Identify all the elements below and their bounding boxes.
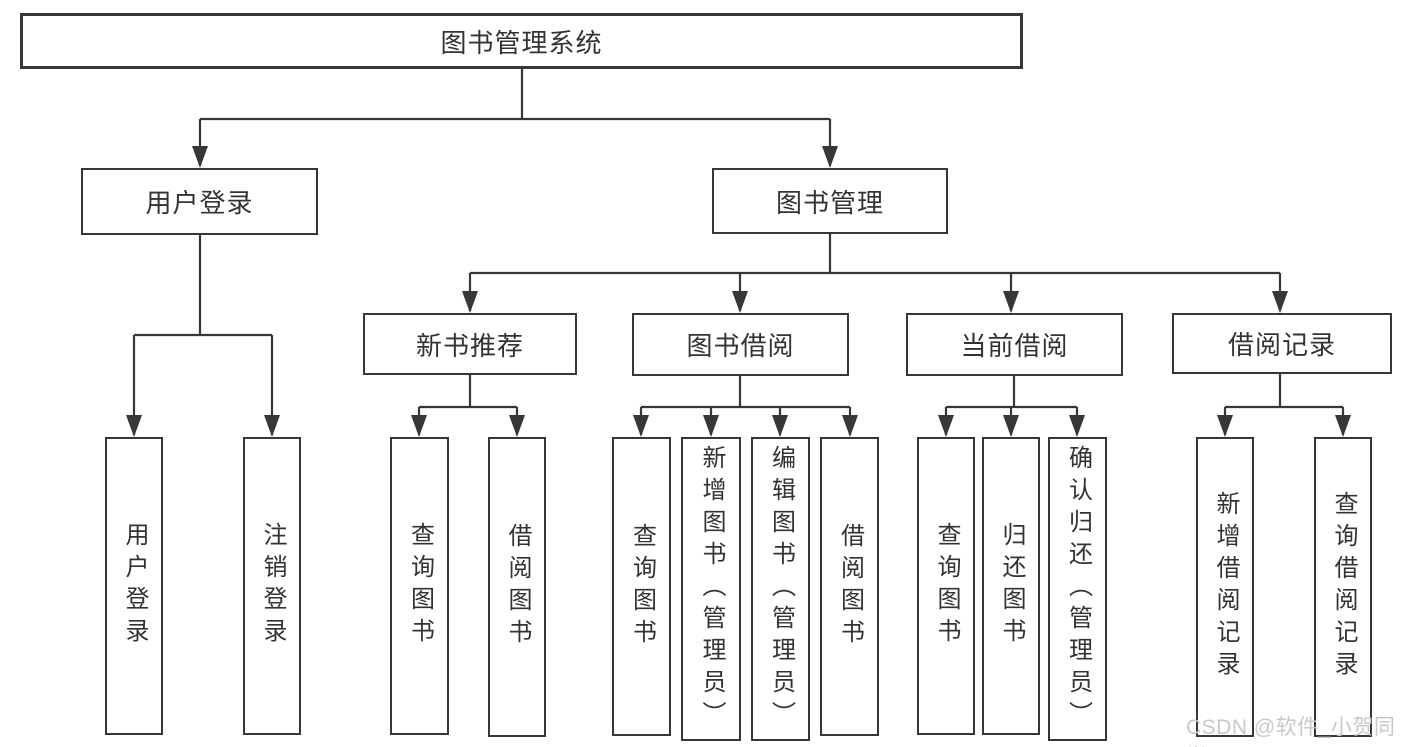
node-new-book-recommend: 新书推荐 xyxy=(363,313,577,375)
leaf-query-borrow-record: 查询借阅记录 xyxy=(1314,437,1372,737)
leaf-user-login: 用户登录 xyxy=(105,437,163,735)
leaf-borrow-books-recommend: 借阅图书 xyxy=(488,437,546,737)
leaf-logout: 注销登录 xyxy=(243,437,301,735)
leaf-edit-book-admin: 编辑图书（管理员） xyxy=(751,437,810,741)
leaf-return-books: 归还图书 xyxy=(982,437,1040,735)
node-book-borrow: 图书借阅 xyxy=(632,313,849,376)
leaf-query-books-current: 查询图书 xyxy=(917,437,975,735)
leaf-borrow-books: 借阅图书 xyxy=(820,437,879,736)
node-root-system: 图书管理系统 xyxy=(20,13,1023,69)
node-book-management: 图书管理 xyxy=(712,168,948,234)
node-borrow-records: 借阅记录 xyxy=(1172,313,1392,374)
node-current-borrow: 当前借阅 xyxy=(906,313,1123,376)
node-user-login: 用户登录 xyxy=(81,168,318,235)
leaf-query-books-recommend: 查询图书 xyxy=(390,437,449,735)
leaf-query-books-borrow: 查询图书 xyxy=(612,437,671,736)
tree-edges xyxy=(132,68,1345,435)
leaf-add-book-admin: 新增图书（管理员） xyxy=(681,437,741,741)
watermark: CSDN @软件_小贺同学 xyxy=(1186,716,1396,747)
leaf-confirm-return-admin: 确认归还（管理员） xyxy=(1048,437,1107,741)
leaf-add-borrow-record: 新增借阅记录 xyxy=(1196,437,1254,737)
